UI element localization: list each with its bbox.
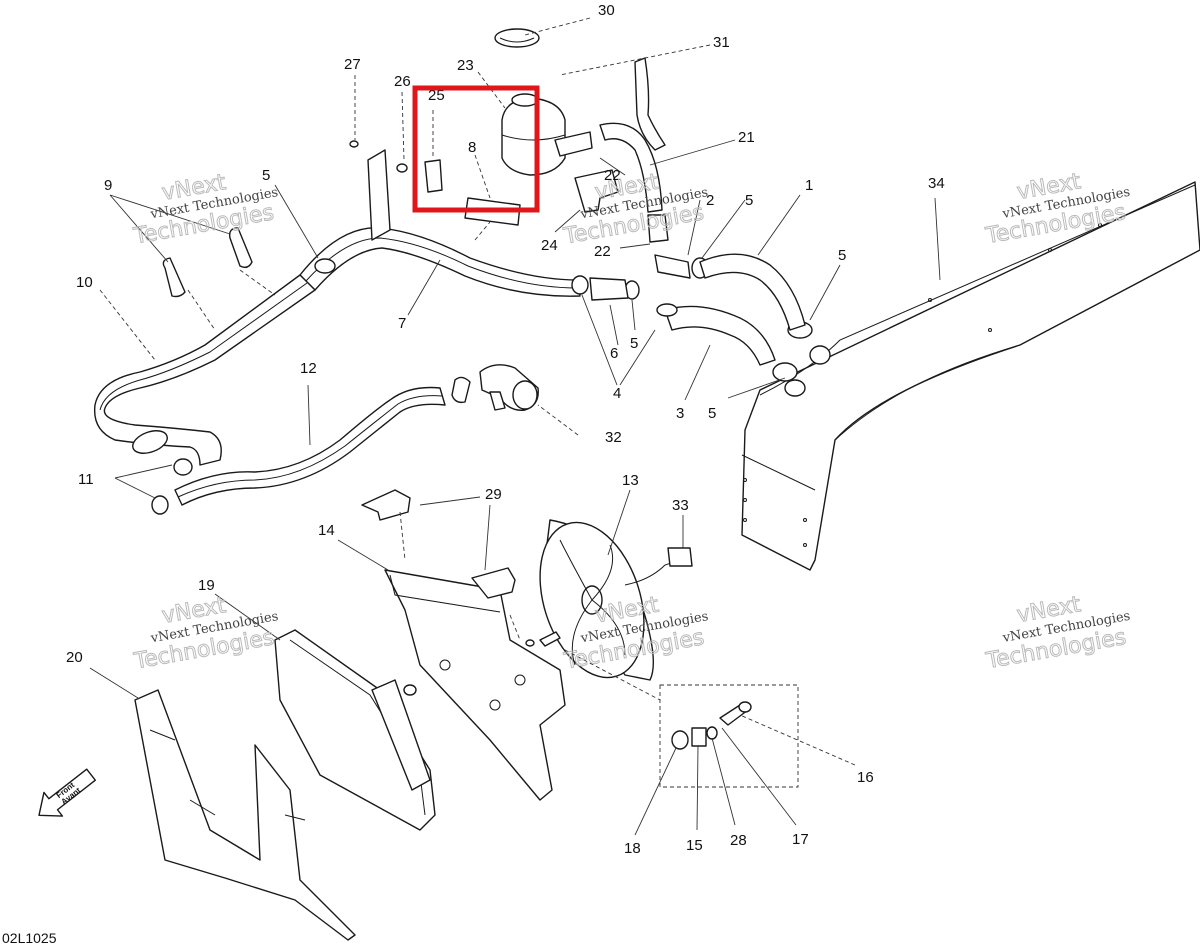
spring-clamps-9 (162, 227, 253, 298)
callout-8: 8 (468, 139, 476, 156)
callout-17: 17 (792, 831, 809, 848)
callout-12: 12 (300, 360, 317, 377)
callout-6: 6 (610, 345, 618, 362)
watermark-top-left: vNext vNext Technologies Technologies (131, 170, 280, 251)
callout-5-left: 5 (262, 167, 270, 184)
callout-22-lower: 22 (594, 243, 611, 260)
highlight-box (412, 85, 540, 213)
coolant-tank-23 (501, 93, 593, 176)
callout-2: 2 (706, 192, 714, 209)
callout-1: 1 (805, 177, 813, 194)
hose-21 (599, 122, 669, 243)
callout-30: 30 (598, 2, 615, 19)
brackets-29 (361, 489, 516, 599)
watermark-top-center: vNext vNext Technologies Technologies (561, 169, 710, 250)
callout-33: 33 (672, 497, 689, 514)
vent-hose-31 (634, 57, 666, 151)
upper-hose-7 (299, 227, 581, 297)
callout-23: 23 (457, 57, 474, 74)
radiator-cap-30 (494, 28, 540, 48)
fender-panel-34 (741, 181, 1200, 571)
callout-31: 31 (713, 34, 730, 51)
hose-1 (699, 253, 806, 331)
hose-6 (589, 277, 629, 301)
callout-10: 10 (76, 274, 93, 291)
front-direction-arrow: Front Avant (38, 768, 97, 817)
callout-16: 16 (857, 769, 874, 786)
callout-26: 26 (394, 73, 411, 90)
hose-3 (656, 303, 776, 366)
lower-hose-12 (174, 386, 446, 506)
callout-5-middle: 5 (630, 335, 638, 352)
callout-labels: 1 2 3 4 5 5 5 5 5 6 7 8 9 10 11 12 13 14… (66, 2, 945, 857)
callout-32: 32 (605, 429, 622, 446)
callout-27: 27 (344, 56, 361, 73)
callout-25: 25 (428, 87, 445, 104)
hardware-kit (525, 631, 799, 788)
thermostat-housing-32 (451, 364, 539, 411)
callout-3: 3 (676, 405, 684, 422)
callout-22-upper: 22 (604, 167, 621, 184)
fan-shroud-14 (384, 569, 566, 801)
connector-33 (667, 547, 693, 567)
callout-14: 14 (318, 522, 335, 539)
callout-19: 19 (198, 577, 215, 594)
cooling-fan-13 (539, 519, 681, 681)
callout-13: 13 (622, 472, 639, 489)
callout-5-upper: 5 (745, 192, 753, 209)
clamps-11 (132, 430, 193, 515)
callout-20: 20 (66, 649, 83, 666)
callout-5-lower: 5 (708, 405, 716, 422)
callout-21: 21 (738, 129, 755, 146)
mount-bracket-26 (349, 140, 408, 241)
front-hose-10 (93, 274, 316, 466)
clip-25 (424, 159, 443, 193)
callout-34: 34 (928, 175, 945, 192)
fitting-2 (654, 254, 691, 279)
callout-4: 4 (613, 385, 621, 402)
callout-7: 7 (398, 315, 406, 332)
hose-clamps-5 (314, 257, 831, 397)
radiator-19 (274, 629, 436, 831)
drawing-code: 02L1025 (2, 930, 57, 946)
watermark-bottom-right: vNext vNext Technologies Technologies (983, 592, 1131, 675)
leader-lines (89, 17, 941, 836)
callout-29: 29 (485, 486, 502, 503)
callout-18: 18 (624, 840, 641, 857)
callout-24: 24 (541, 237, 558, 254)
callout-5-right: 5 (838, 247, 846, 264)
bracket-24 (574, 169, 619, 213)
callout-11: 11 (78, 471, 94, 488)
callout-15: 15 (686, 837, 703, 854)
watermark-bottom-left: vNext vNext Technologies Technologies (131, 593, 279, 675)
callout-9: 9 (104, 177, 112, 194)
guard-panel-20 (134, 689, 356, 941)
callout-28: 28 (730, 832, 747, 849)
